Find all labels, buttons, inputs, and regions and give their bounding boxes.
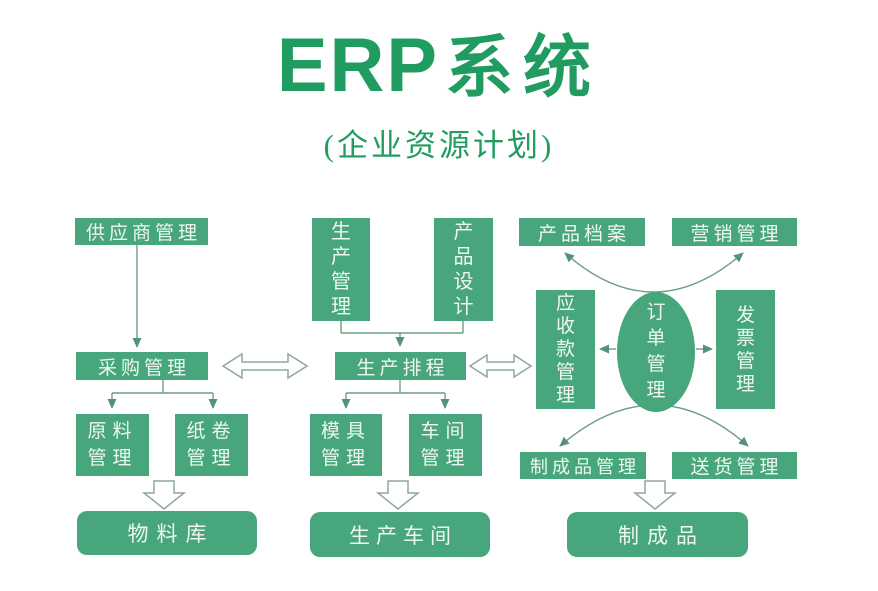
node-receivables-management: 应收款管理 <box>536 290 595 409</box>
node-finished-goods: 制成品 <box>567 512 748 557</box>
node-order-management: 订单管理 <box>617 292 695 412</box>
node-supplier-management: 供应商管理 <box>75 218 208 245</box>
node-raw-material-management: 原料管理 <box>76 414 149 476</box>
node-mold-management: 模具管理 <box>310 414 382 476</box>
page-subtitle: (企业资源计划) <box>323 128 555 163</box>
node-paper-roll-management: 纸卷管理 <box>175 414 248 476</box>
connector-scheduling-branch <box>346 380 445 394</box>
node-purchasing-management: 采购管理 <box>76 352 208 380</box>
block-arrow-to-finished-goods <box>632 480 678 510</box>
node-marketing-management: 营销管理 <box>672 218 797 246</box>
block-arrow-to-material-store <box>141 480 187 510</box>
arc-order-to-archive-marketing <box>564 252 744 293</box>
node-workshop-management: 车间管理 <box>409 414 482 476</box>
connector-design-merge <box>340 320 464 334</box>
block-arrow-to-production-workshop <box>375 480 421 510</box>
page-title: ERP系统 <box>0 28 878 104</box>
node-delivery-management: 送货管理 <box>672 452 797 479</box>
double-arrow-purchasing-scheduling <box>221 352 309 380</box>
title-en: ERP <box>276 23 440 108</box>
node-product-archive: 产品档案 <box>519 218 645 246</box>
node-material-store: 物料库 <box>77 511 257 555</box>
node-invoice-management: 发票管理 <box>716 290 775 409</box>
node-production-workshop: 生产车间 <box>310 512 490 557</box>
node-product-design: 产品设计 <box>434 218 493 321</box>
node-production-scheduling: 生产排程 <box>335 352 466 380</box>
title-cn: 系统 <box>445 30 602 106</box>
double-arrow-scheduling-receivables <box>468 353 533 379</box>
connector-purchasing-branch <box>112 380 213 394</box>
node-finished-goods-management: 制成品管理 <box>520 452 646 479</box>
node-production-management: 生产管理 <box>312 218 370 321</box>
